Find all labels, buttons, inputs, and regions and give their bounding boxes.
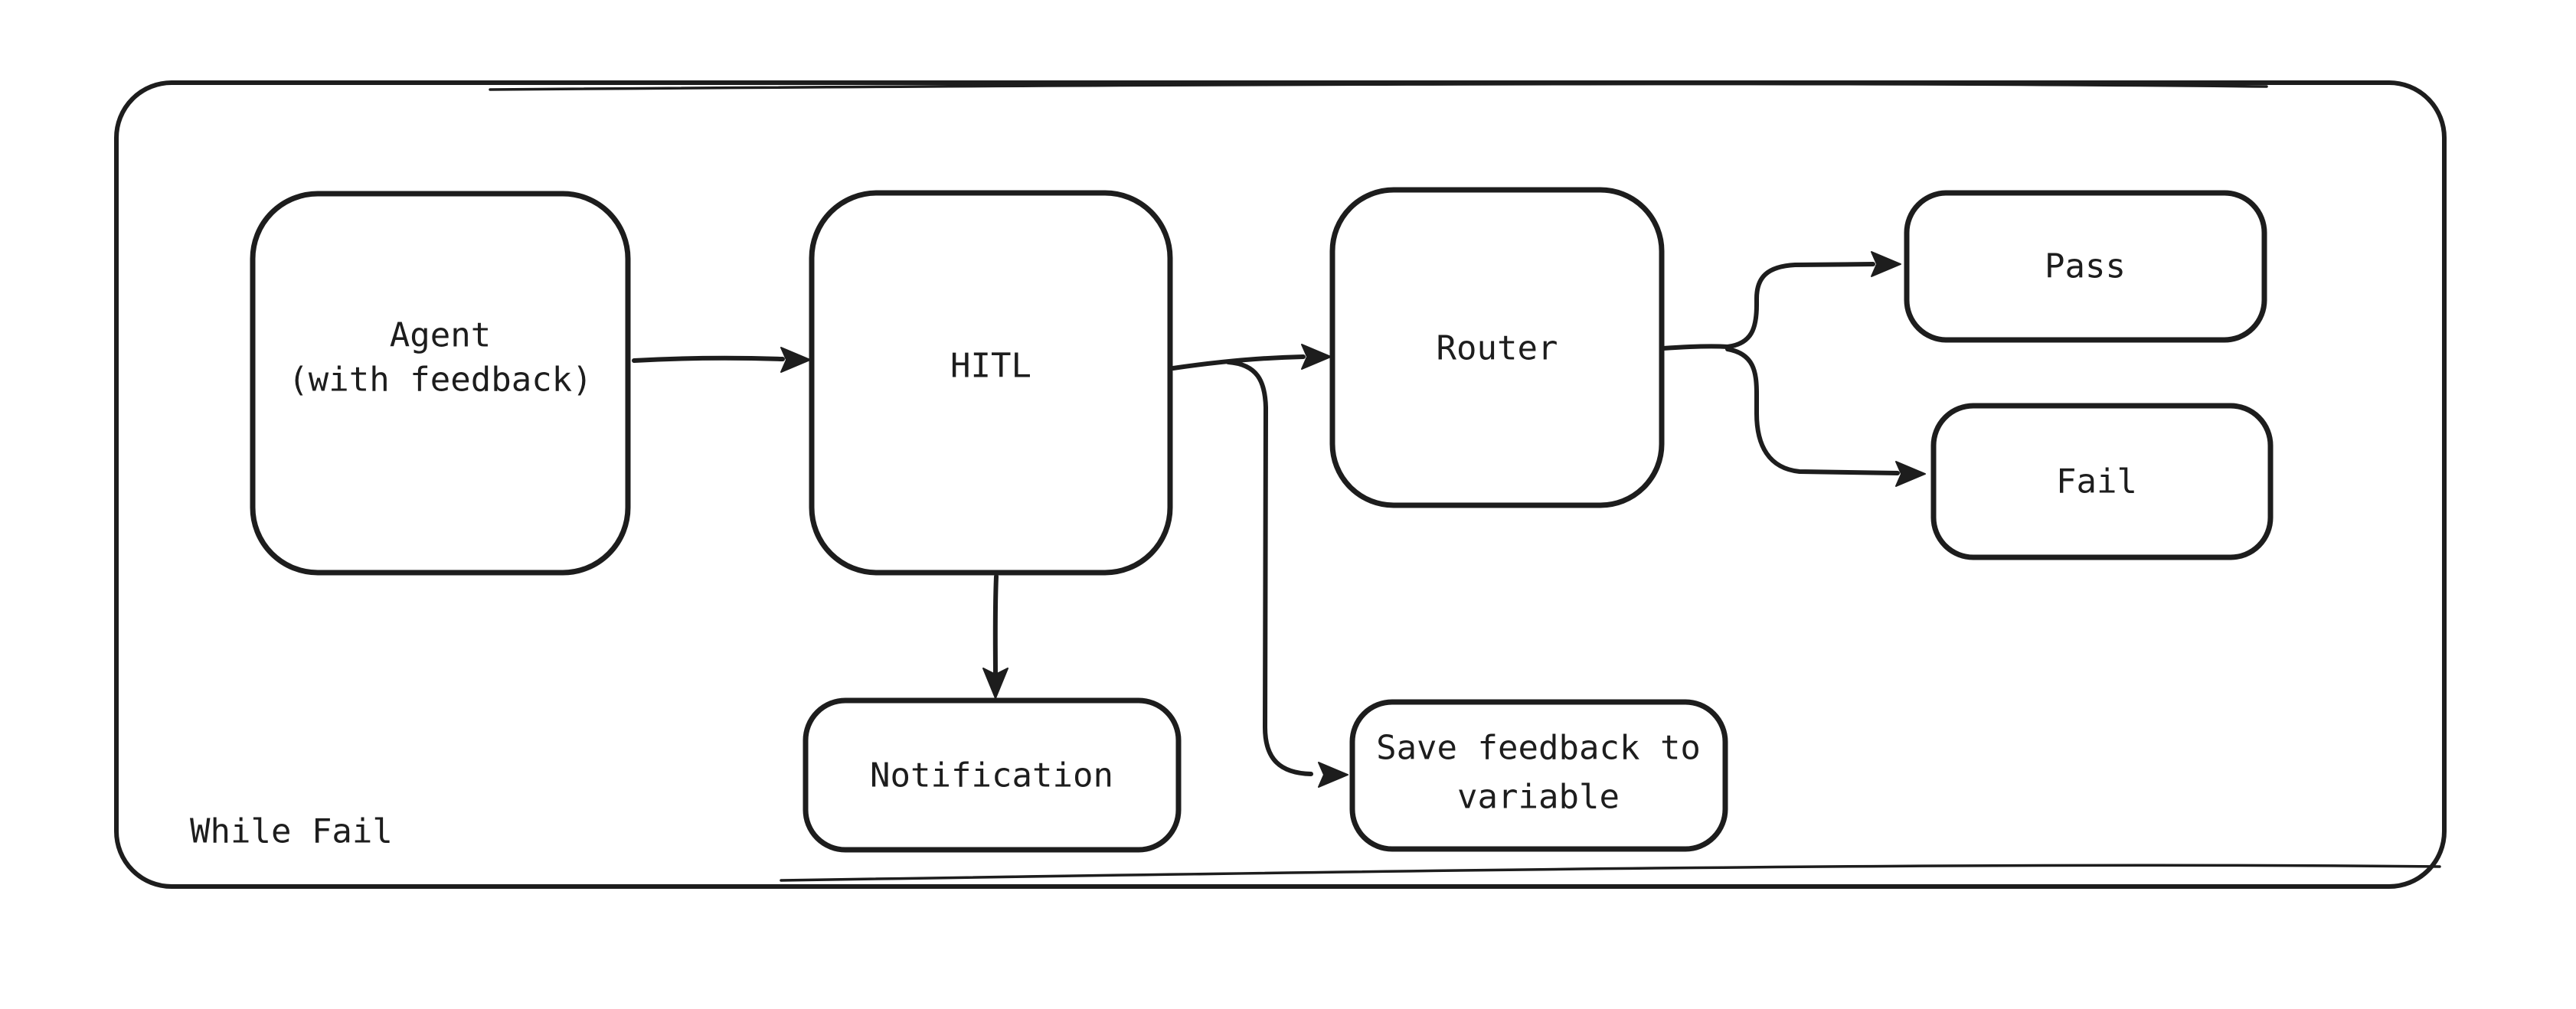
loop-container: While Fail [114,80,2447,889]
edge-hitl-save-feedback [1226,360,1348,788]
edge-hitl-router-line [1171,354,1306,371]
edge-router-fail [1725,347,1926,487]
loop-container-sketch-bottom-line [780,864,2441,882]
node-save-feedback: Save feedback to variable [1349,699,1728,852]
node-pass: Pass [1904,190,2267,343]
node-router: Router [1329,187,1665,508]
node-save-feedback-box [1349,699,1728,852]
edge-hitl-notification-line [992,574,999,682]
loop-container-sketch-top-line [489,82,2268,91]
node-agent: Agent (with feedback) [250,191,631,576]
edge-router-fail-line [1725,347,1900,475]
edge-agent-hitl-line [632,355,785,363]
node-save-feedback-label-line2: variable [1457,778,1620,817]
edge-router-pass-line [1661,262,1875,351]
node-fail-label: Fail [2056,462,2137,501]
node-fail-box [1930,403,2274,560]
loop-label: While Fail [190,812,393,851]
node-hitl-box [809,190,1173,576]
node-agent-label-line2: (with feedback) [288,361,592,400]
node-fail: Fail [1930,403,2274,560]
node-agent-label-line1: Agent [390,316,491,355]
edge-hitl-notification [982,574,1008,699]
node-pass-label: Pass [2045,247,2126,286]
arrowhead-router-fail [1895,461,1926,487]
node-pass-box [1904,190,2267,343]
edge-hitl-save-feedback-line [1226,360,1313,776]
node-notification: Notification [803,697,1182,853]
arrowhead-router-pass [1871,251,1901,277]
loop-container-box [114,80,2447,889]
node-save-feedback-label-line1: Save feedback to [1376,729,1701,768]
node-router-box [1329,187,1665,508]
node-notification-label: Notification [870,756,1113,795]
node-agent-box [250,191,631,576]
node-router-label: Router [1437,329,1558,368]
edge-agent-hitl [632,347,811,373]
edge-router-pass [1661,251,1901,351]
node-hitl-label: HITL [950,347,1031,386]
arrowhead-hitl-router [1301,344,1332,370]
node-notification-box [803,697,1182,853]
node-hitl: HITL [809,190,1173,576]
arrowhead-hitl-notification [982,668,1008,699]
arrowhead-hitl-save-feedback [1318,762,1348,788]
arrowhead-agent-hitl [780,347,811,373]
edge-hitl-router [1171,344,1332,371]
